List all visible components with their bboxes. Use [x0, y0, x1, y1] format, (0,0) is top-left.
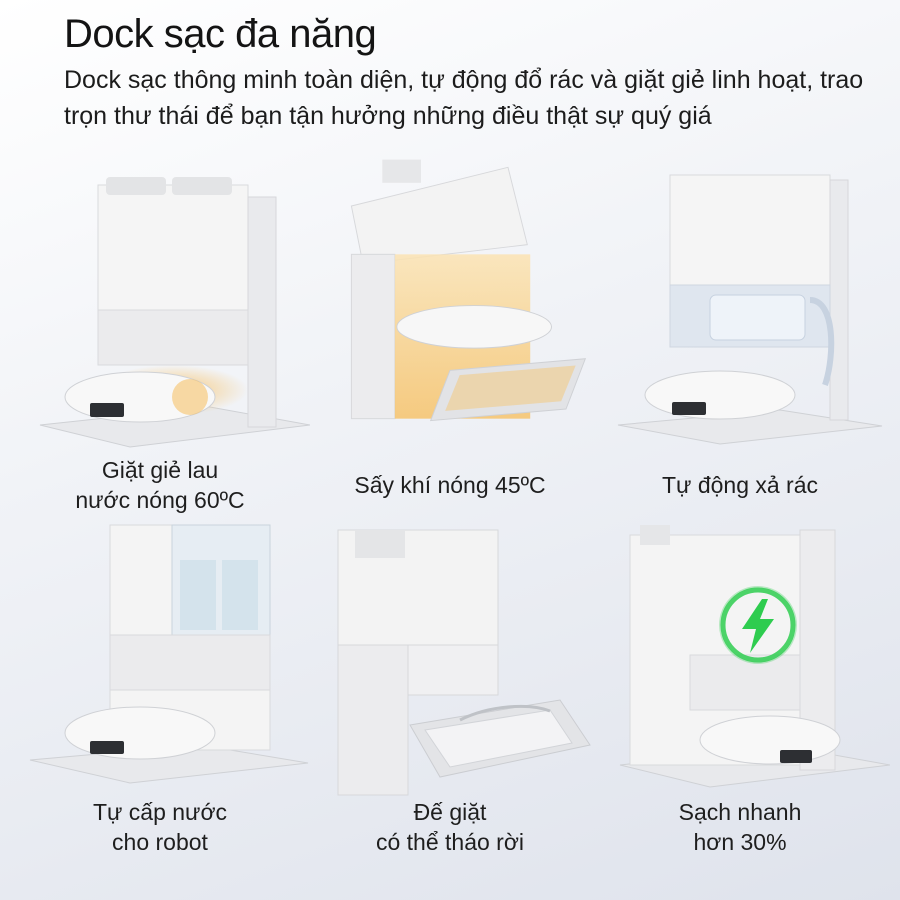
- feature-tile-hot-water-wash: Giặt giẻ lau nước nóng 60ºC: [10, 175, 310, 535]
- page-title: Dock sạc đa năng: [64, 12, 377, 56]
- feature-caption-line2: có thể tháo rời: [375, 829, 525, 855]
- feature-tile-auto-empty: Tự động xả rác: [590, 170, 890, 530]
- feature-caption-line1: Tự động xả rác: [661, 472, 819, 498]
- feature-caption-line1: Tự cấp nước: [92, 799, 228, 825]
- charging-dock-art: [619, 525, 890, 788]
- feature-caption-line2: hơn 30%: [693, 829, 787, 855]
- feature-caption-line2: nước nóng 60ºC: [75, 487, 245, 513]
- lightning-bolt-icon: [742, 599, 774, 653]
- feature-caption-line1: Sạch nhanh: [678, 799, 802, 825]
- auto-empty-dust-icon: [617, 174, 883, 445]
- feature-caption-line1: Đế giặt: [413, 799, 487, 825]
- feature-tile-removable-tray: Đế giặt có thể tháo rời: [300, 515, 600, 875]
- removable-wash-tray-icon: [337, 529, 591, 796]
- page-subtitle: Dock sạc thông minh toàn diện, tự động đ…: [64, 66, 864, 130]
- hot-water-mop-wash-icon: [39, 177, 310, 448]
- hot-air-drying-icon: [350, 159, 587, 422]
- feature-caption-line1: Giặt giẻ lau: [101, 457, 219, 483]
- auto-water-refill-icon: [29, 524, 309, 784]
- feature-caption-line2: cho robot: [112, 829, 208, 855]
- feature-tile-fast-clean: Sạch nhanh hơn 30%: [590, 515, 890, 875]
- feature-tile-hot-air-drying: Sấy khí nóng 45ºC: [300, 148, 600, 508]
- feature-caption-line1: Sấy khí nóng 45ºC: [354, 472, 546, 498]
- feature-tile-auto-water-refill: Tự cấp nước cho robot: [10, 515, 310, 875]
